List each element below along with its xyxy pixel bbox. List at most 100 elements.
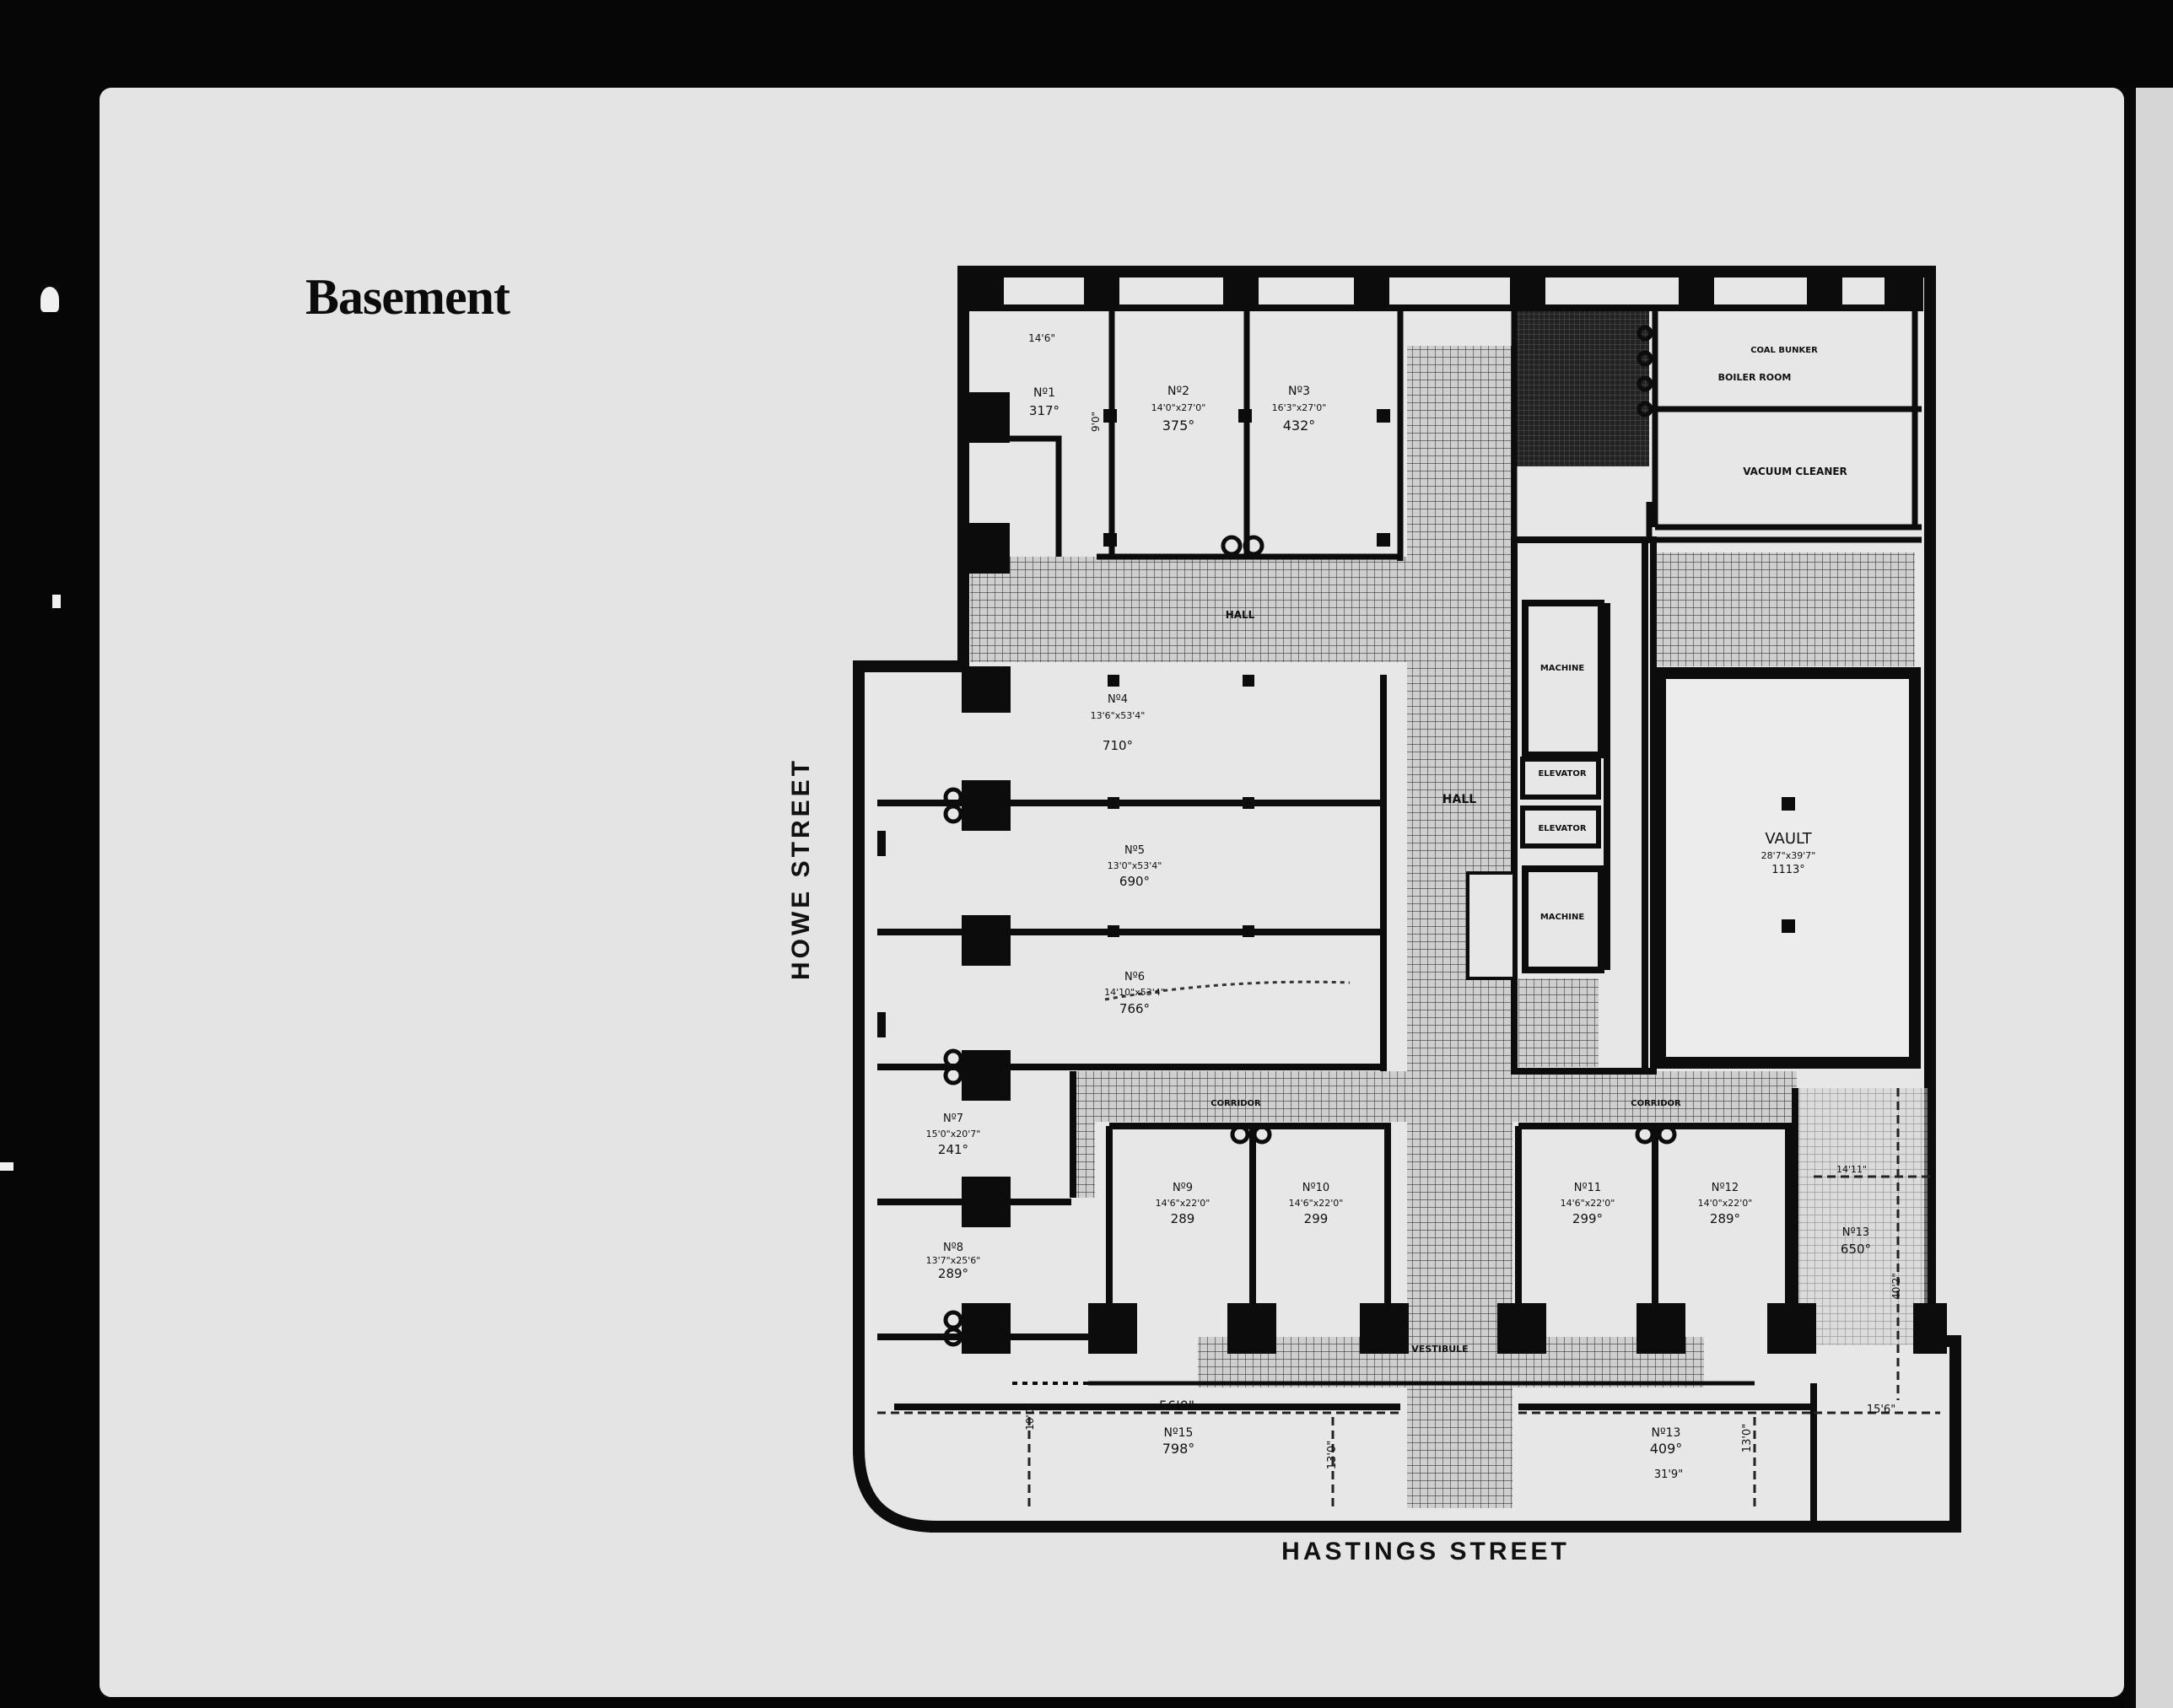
room-no9: Nº9 14'6"x22'0" 289 <box>1156 1182 1211 1226</box>
stair-west-of-shaft <box>1466 871 1516 980</box>
room-no10-area: 299 <box>1304 1211 1329 1226</box>
vestibule-band <box>1198 1337 1704 1387</box>
dim-40-2: 40'2" <box>1890 1273 1902 1300</box>
service-labels: HALL HALL VESTIBULE CORRIDOR CORRIDOR CO… <box>1211 346 1847 1355</box>
room-no9-name: Nº9 <box>1173 1182 1193 1194</box>
hall-center-label: HALL <box>1442 793 1476 806</box>
room-no6-area: 766° <box>1119 1001 1150 1016</box>
vacuum-cleaner-label: VACUUM CLEANER <box>1743 466 1847 477</box>
room-no7-dims: 15'0"x20'7" <box>926 1129 981 1140</box>
dim-56-0: 56'0" <box>1159 1398 1194 1414</box>
elevator-car-1 <box>1520 757 1601 800</box>
page-title: Basement <box>305 269 510 325</box>
room-vault: VAULT 28'7"x39'7" 1113° <box>1761 830 1816 876</box>
west-wing-piers <box>877 666 1254 1354</box>
boiler-circle-symbols <box>1221 325 1653 557</box>
corridor-east <box>1510 1071 1797 1122</box>
room-no3-area: 432° <box>1283 418 1316 434</box>
room-no15-area: 798° <box>1162 1441 1195 1457</box>
room-no1: Nº1 317° <box>1029 386 1060 418</box>
room-no11: Nº11 14'6"x22'0" 299° <box>1561 1182 1615 1226</box>
room-no7-area: 241° <box>938 1142 968 1157</box>
south-bay-piers <box>1088 1303 1947 1354</box>
room-no13-south: Nº13 409° <box>1650 1426 1683 1457</box>
corridor-west <box>1071 1071 1409 1122</box>
scan-speck <box>40 287 59 312</box>
room-no5: Nº5 13'0"x53'4" 690° <box>1108 844 1162 889</box>
room-no4-dims: 13'6"x53'4" <box>1091 710 1146 721</box>
boiler-room-label: BOILER ROOM <box>1718 372 1792 383</box>
vault-area: 1113° <box>1771 864 1805 876</box>
room-no13s-name: Nº13 <box>1652 1426 1681 1440</box>
coal-bunker-label: COAL BUNKER <box>1750 346 1818 355</box>
howe-street-label: HOWE STREET <box>787 757 815 981</box>
room-no3-name: Nº3 <box>1288 385 1310 398</box>
room-no13s-area: 409° <box>1650 1441 1683 1457</box>
room-no5-name: Nº5 <box>1124 844 1145 857</box>
next-page-edge <box>2136 88 2173 1708</box>
machine-2-label: MACHINE <box>1540 913 1584 922</box>
room-no13e-name: Nº13 <box>1842 1226 1869 1239</box>
room-no12-name: Nº12 <box>1712 1182 1739 1194</box>
room-no11-dims: 14'6"x22'0" <box>1561 1198 1615 1209</box>
room-no1-area: 317° <box>1029 403 1060 418</box>
room-no15: Nº15 798° <box>1162 1426 1195 1457</box>
toilet-hatch <box>1518 978 1599 1067</box>
room-no11-area: 299° <box>1572 1211 1603 1226</box>
dim-10-0: 10'0" <box>1024 1404 1036 1431</box>
room-no8: Nº8 13'7"x25'6" 289° <box>926 1242 981 1281</box>
room-no2-dims: 14'0"x27'0" <box>1151 402 1206 413</box>
room-no8-dims: 13'7"x25'6" <box>926 1255 981 1266</box>
elevator-1-label: ELEVATOR <box>1538 769 1586 779</box>
room-no10-name: Nº10 <box>1302 1182 1329 1194</box>
room-no7-name: Nº7 <box>943 1113 963 1125</box>
room-no13e-area: 650° <box>1841 1242 1871 1257</box>
corridor-west-label: CORRIDOR <box>1211 1099 1261 1108</box>
vault-dims: 28'7"x39'7" <box>1761 850 1816 861</box>
hastings-street-label: HASTINGS STREET <box>1281 1538 1570 1565</box>
room-no10-dims: 14'6"x22'0" <box>1289 1198 1344 1209</box>
dim-14-11: 14'11" <box>1836 1164 1867 1175</box>
room-no4-area: 710° <box>1103 738 1133 753</box>
room-no3: Nº3 16'3"x27'0" 432° <box>1272 385 1327 434</box>
room-no6-name: Nº6 <box>1124 971 1145 983</box>
north-stair-hatch <box>1653 552 1915 666</box>
room-no13-east: Nº13 650° <box>1841 1226 1871 1257</box>
dim-13-0-a: 13'0" <box>1326 1441 1339 1469</box>
coal-bunker <box>1514 308 1649 466</box>
room-no1-name: Nº1 <box>1033 386 1055 400</box>
room-no10: Nº10 14'6"x22'0" 299 <box>1289 1182 1344 1226</box>
corridor-east-label: CORRIDOR <box>1631 1099 1681 1108</box>
room-no3-dims: 16'3"x27'0" <box>1272 402 1327 413</box>
scan-speck <box>0 1162 13 1171</box>
dim-15-6: 15'6" <box>1867 1404 1895 1416</box>
room-no2-name: Nº2 <box>1167 385 1189 398</box>
dimension-labels: 14'6" 56'0" 31'9" 15'6" 14'11" 13'0" 13'… <box>1024 332 1902 1481</box>
hall-north <box>970 557 1417 662</box>
vestibule-label: VESTIBULE <box>1411 1344 1468 1355</box>
north-wall-piers <box>968 275 1923 309</box>
dim-31-9: 31'9" <box>1654 1468 1683 1481</box>
hatched-strip-right <box>1797 1088 1928 1345</box>
room-no4-name: Nº4 <box>1108 693 1128 706</box>
dim-9-0: 9'0" <box>1090 412 1102 432</box>
room-no5-dims: 13'0"x53'4" <box>1108 860 1162 871</box>
hall-north-label: HALL <box>1226 609 1255 621</box>
room-no9-area: 289 <box>1171 1211 1195 1226</box>
vault-room <box>1654 667 1921 1069</box>
vault-name: VAULT <box>1765 830 1812 848</box>
room-no6-dims: 14'10"x53'4" <box>1104 987 1165 998</box>
room-no5-area: 690° <box>1119 874 1150 889</box>
machine-1-label: MACHINE <box>1540 664 1584 673</box>
room-no12: Nº12 14'0"x22'0" 289° <box>1698 1182 1753 1226</box>
dim-14-6: 14'6" <box>1028 332 1055 344</box>
dimension-lines <box>877 1088 1940 1510</box>
elevator-2-label: ELEVATOR <box>1538 824 1586 833</box>
room-no4: Nº4 13'6"x53'4" 710° <box>1091 693 1146 753</box>
service-core <box>1511 536 1657 1075</box>
room-labels: Nº1 317° Nº2 14'0"x27'0" 375° Nº3 16'3"x… <box>926 385 1871 1457</box>
room-no2: Nº2 14'0"x27'0" 375° <box>1151 385 1206 434</box>
room-no11-name: Nº11 <box>1574 1182 1601 1194</box>
room-no8-area: 289° <box>938 1266 968 1281</box>
